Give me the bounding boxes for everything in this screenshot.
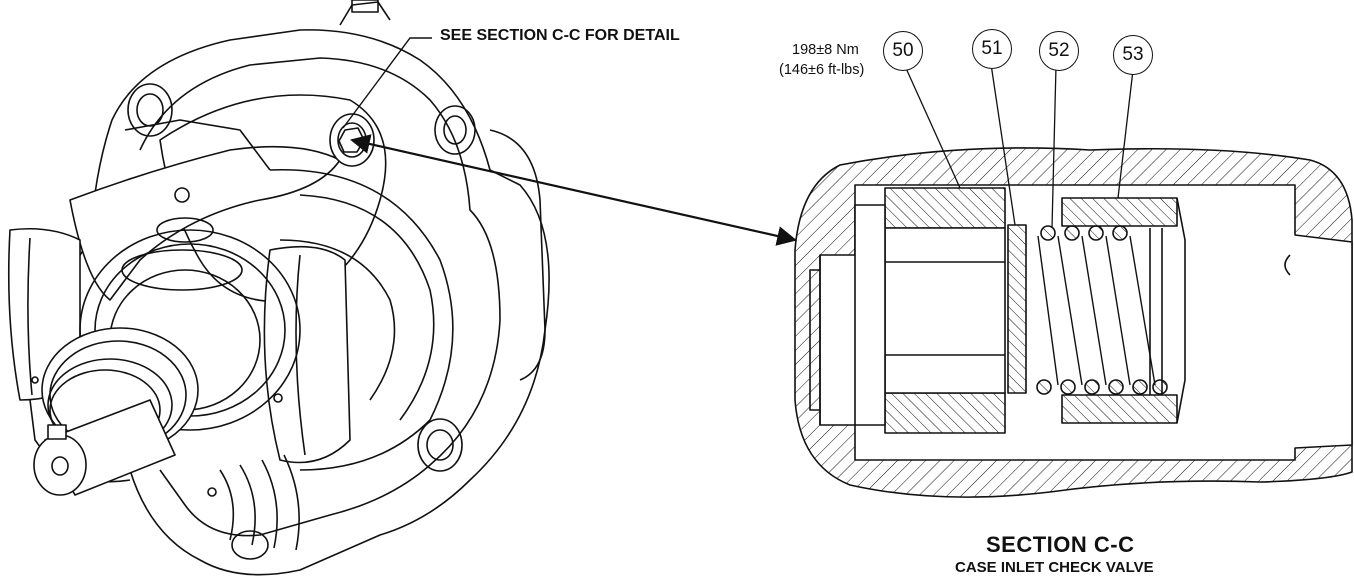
- callout-52: 52: [1039, 31, 1079, 71]
- callout-51: 51: [972, 29, 1012, 69]
- section-subtitle: CASE INLET CHECK VALVE: [955, 559, 1154, 576]
- section-title: SECTION C-C: [986, 532, 1135, 557]
- torque-spec-ftlbs: (146±6 ft-lbs): [779, 62, 865, 78]
- note-leader-line: [342, 37, 432, 129]
- pump-assembly-drawing: [7, 0, 550, 576]
- section-arrow: [350, 134, 797, 246]
- torque-spec-nm: 198±8 Nm: [792, 42, 859, 58]
- section-view-drawing: [794, 147, 1353, 498]
- callout-50: 50: [883, 31, 923, 71]
- callout-53: 53: [1113, 35, 1153, 75]
- section-reference-note: SEE SECTION C-C FOR DETAIL: [440, 27, 680, 44]
- callout-leaders: [904, 63, 1134, 229]
